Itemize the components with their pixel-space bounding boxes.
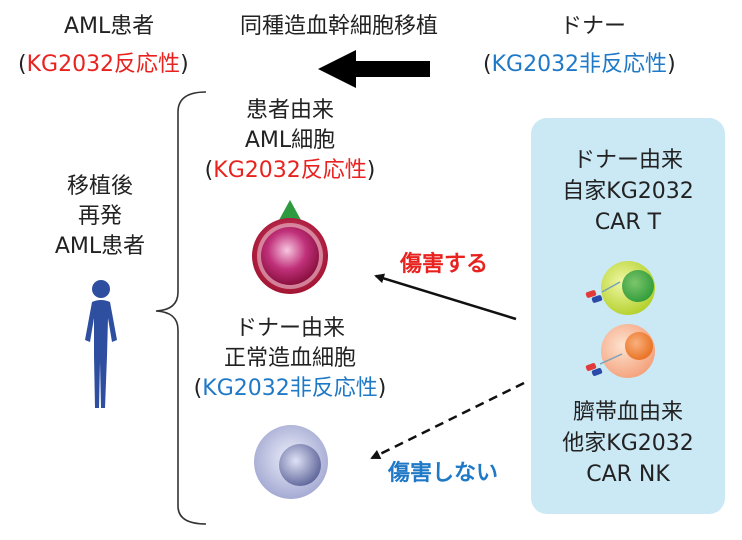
normal-cell-reactivity-tag: KG2032非反応性: [202, 375, 378, 401]
normal-cell-line1: ドナー由来: [234, 316, 345, 341]
paren: ): [366, 157, 376, 183]
patient-label-line3: AML患者: [54, 233, 146, 259]
aml-cell-reactivity-tag: KG2032反応性: [213, 157, 367, 183]
paren: (: [483, 52, 492, 77]
normal-cell-line2: 正常造血細胞: [223, 345, 356, 371]
car-nk-line3: CAR NK: [586, 461, 670, 487]
no-damage-arrow: [370, 381, 525, 460]
car-t-line1: ドナー由来: [572, 148, 683, 173]
car-nk-line2: 他家KG2032: [562, 430, 694, 456]
patient-title: AML患者: [64, 14, 155, 39]
normal-cell-label: ドナー由来 正常造血細胞 (KG2032非反応性): [165, 316, 415, 402]
patient-label-line1: 移植後: [66, 174, 133, 199]
patient-label: 移植後 再発 AML患者: [30, 174, 170, 260]
aml-cell-reactivity: (KG2032反応性): [170, 158, 410, 184]
paren: ): [180, 52, 189, 77]
donor-reactivity-line: (KG2032非反応性): [483, 52, 676, 78]
paren: ): [377, 375, 387, 401]
patient-reactivity-tag: KG2032反応性: [26, 52, 181, 77]
car-t-line2: 自家KG2032: [562, 178, 694, 204]
damage-label: 傷害する: [400, 252, 489, 277]
patient-label-line2: 再発: [77, 203, 122, 229]
aml-cell-line1: 患者由来: [245, 98, 334, 123]
car-t-cell-icon: [585, 261, 655, 315]
patient-brace: [155, 91, 207, 525]
patient-reactivity-line: (KG2032反応性): [18, 52, 189, 78]
patient-person-icon: [85, 280, 117, 408]
aml-cell-icon: [252, 200, 328, 294]
car-t-label: ドナー由来 自家KG2032 CAR T: [531, 148, 725, 236]
paren: (: [204, 157, 214, 183]
normal-cell-icon: [254, 425, 328, 499]
donor-title: ドナー: [560, 14, 627, 39]
paren: (: [18, 52, 27, 77]
damage-arrow: [374, 273, 517, 321]
car-nk-label: 臍帯血由来 他家KG2032 CAR NK: [531, 400, 725, 488]
car-nk-line1: 臍帯血由来: [572, 400, 683, 425]
car-t-line3: CAR T: [594, 209, 662, 235]
car-cells-panel: [531, 118, 725, 514]
paren: ): [667, 52, 676, 77]
aml-cell-line2: AML細胞: [244, 127, 336, 153]
donor-reactivity-tag: KG2032非反応性: [491, 52, 668, 77]
paren: (: [193, 375, 203, 401]
car-nk-cell-icon: [585, 324, 655, 378]
transplant-label: 同種造血幹細胞移植: [240, 14, 439, 39]
transplant-arrow: [318, 50, 430, 88]
normal-cell-reactivity: (KG2032非反応性): [165, 376, 415, 402]
no-damage-label: 傷害しない: [388, 461, 499, 486]
aml-cell-label: 患者由来 AML細胞 (KG2032反応性): [170, 98, 410, 184]
